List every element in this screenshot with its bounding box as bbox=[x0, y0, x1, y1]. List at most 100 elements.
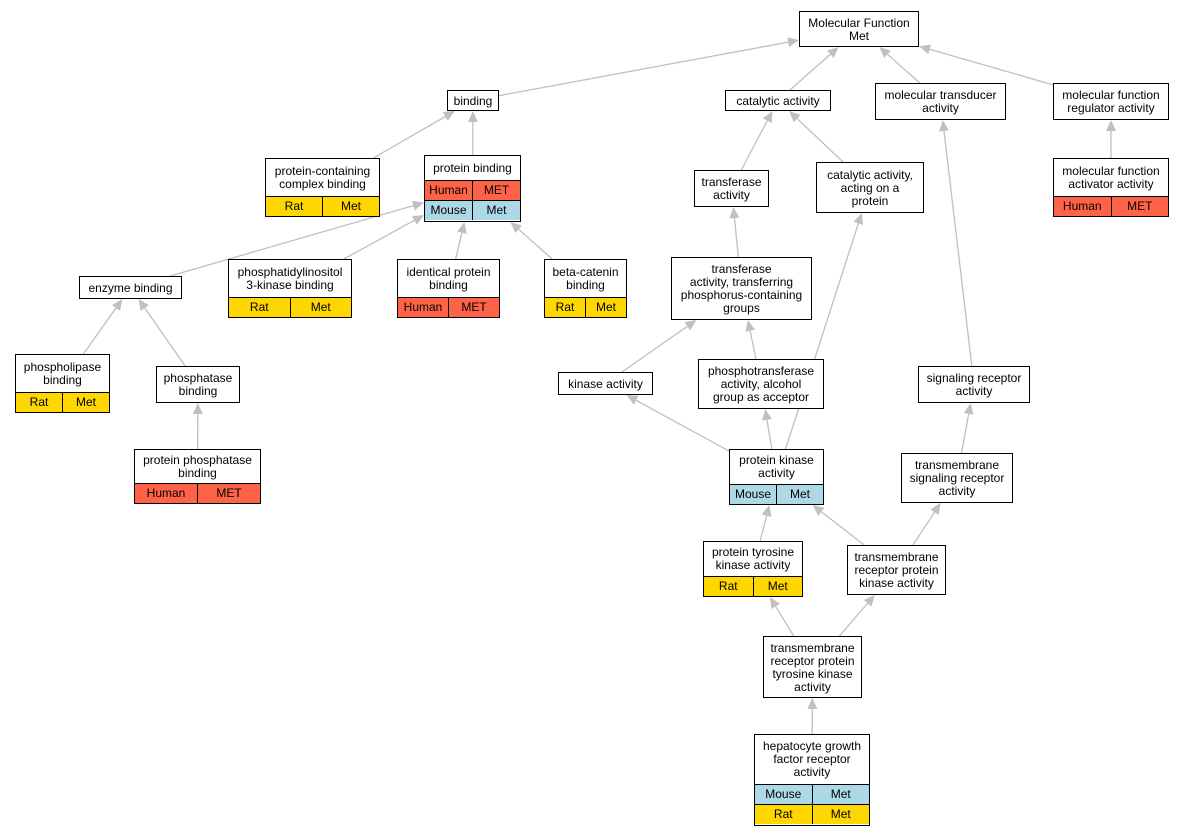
node-label: molecular function regulator activity bbox=[1062, 88, 1160, 115]
node-kinase[interactable]: kinase activity bbox=[558, 372, 653, 395]
node-label: phosphatidylinositol 3-kinase binding bbox=[237, 264, 343, 292]
arrowhead bbox=[745, 320, 756, 332]
arrowhead bbox=[626, 395, 639, 405]
node-label: molecular function activator activity bbox=[1062, 163, 1160, 191]
arrowhead bbox=[762, 409, 772, 421]
gene-cell: Met bbox=[62, 393, 109, 412]
arrowhead bbox=[192, 403, 203, 415]
node-mf[interactable]: Molecular Function Met bbox=[799, 11, 919, 47]
edge-tm_rptk-to-tm_rpk bbox=[838, 602, 869, 637]
arrowhead bbox=[1106, 120, 1116, 131]
node-label: protein binding bbox=[433, 160, 512, 175]
node-label: Molecular Function Met bbox=[808, 15, 910, 43]
arrowhead bbox=[510, 222, 522, 234]
node-label: phosphatase binding bbox=[163, 371, 233, 398]
arrowhead bbox=[879, 47, 891, 59]
gene-cell: MET bbox=[1110, 197, 1168, 216]
node-tm-sig[interactable]: transmembrane signaling receptor activit… bbox=[901, 453, 1013, 503]
node-tm-rpk[interactable]: transmembrane receptor protein kinase ac… bbox=[847, 545, 946, 595]
gene-cell: Met bbox=[472, 201, 520, 220]
node-label: transferase activity bbox=[701, 175, 762, 202]
arrowhead bbox=[863, 595, 875, 607]
gene-cell: Met bbox=[811, 785, 869, 804]
arrowhead bbox=[111, 299, 123, 311]
arrowhead bbox=[138, 299, 149, 311]
edge-pk-to-kinase bbox=[635, 399, 730, 452]
species-cell: Rat bbox=[755, 805, 812, 824]
node-phosphotransf[interactable]: phosphotransferase activity, alcohol gro… bbox=[698, 359, 824, 409]
gene-cell: Met bbox=[752, 577, 802, 596]
arrowhead bbox=[827, 47, 839, 59]
edge-phosphotransf-to-transf_p bbox=[749, 330, 757, 360]
node-tm-rptk[interactable]: transmembrane receptor protein tyrosine … bbox=[763, 636, 862, 698]
gene-cell: MET bbox=[448, 298, 499, 317]
species-cell: Rat bbox=[266, 197, 322, 216]
edge-catalytic-to-mf bbox=[789, 53, 831, 91]
node-cat-protein[interactable]: catalytic activity, acting on a protein bbox=[816, 162, 924, 213]
gene-cell: MET bbox=[197, 484, 260, 503]
species-cell: Rat bbox=[16, 393, 62, 412]
node-transf-p[interactable]: transferase activity, transferring phosp… bbox=[671, 257, 812, 320]
arrowhead bbox=[919, 44, 931, 55]
species-cell: Rat bbox=[704, 577, 753, 596]
species-cell: Rat bbox=[545, 298, 585, 317]
edge-complex-to-binding bbox=[373, 115, 446, 159]
node-label: transmembrane receptor protein kinase ac… bbox=[854, 550, 939, 590]
node-label: beta-catenin binding bbox=[552, 264, 619, 292]
edge-regulator-to-mf bbox=[929, 48, 1054, 86]
node-hgf[interactable]: hepatocyte growth factor receptor activi… bbox=[754, 734, 870, 826]
node-label: transmembrane receptor protein tyrosine … bbox=[770, 640, 855, 694]
node-phosphatase[interactable]: phosphatase binding bbox=[156, 366, 240, 403]
arrowhead bbox=[930, 503, 941, 515]
node-label: protein-containing complex binding bbox=[274, 163, 371, 191]
arrowhead bbox=[684, 320, 697, 331]
node-sig-receptor[interactable]: signaling receptor activity bbox=[918, 366, 1030, 403]
species-cell: Human bbox=[1054, 197, 1111, 216]
edge-enzyme-to-protein_binding bbox=[170, 204, 414, 277]
node-regulator[interactable]: molecular function regulator activity bbox=[1053, 83, 1169, 120]
edge-betacat-to-protein_binding bbox=[518, 228, 553, 260]
node-label: phospholipase binding bbox=[23, 359, 102, 387]
arrowhead bbox=[457, 222, 467, 234]
arrowhead bbox=[729, 207, 740, 219]
node-transducer[interactable]: molecular transducer activity bbox=[875, 83, 1006, 120]
node-binding[interactable]: binding bbox=[447, 90, 499, 111]
edge-phospholipase-to-enzyme bbox=[82, 307, 117, 355]
arrowhead bbox=[853, 213, 864, 226]
edge-tm_sig-to-sig_receptor bbox=[960, 413, 970, 454]
arrowhead bbox=[442, 111, 455, 121]
node-transferase[interactable]: transferase activity bbox=[694, 170, 769, 207]
edge-tm_rpk-to-tm_sig bbox=[912, 511, 936, 546]
edge-identical-to-protein_binding bbox=[454, 232, 463, 260]
node-label: catalytic activity bbox=[736, 93, 820, 108]
node-label: phosphotransferase activity, alcohol gro… bbox=[707, 364, 815, 404]
node-catalytic[interactable]: catalytic activity bbox=[725, 90, 831, 111]
edge-tm_rpk-to-pk bbox=[820, 511, 865, 546]
edge-kinase-to-transf_p bbox=[621, 325, 688, 373]
gene-cell: Met bbox=[289, 298, 351, 317]
species-cell: Human bbox=[135, 484, 197, 503]
arrowhead bbox=[789, 111, 801, 123]
arrowhead bbox=[411, 215, 424, 225]
edge-ptk-to-pk bbox=[759, 515, 768, 542]
species-cell: Human bbox=[425, 181, 472, 200]
node-label: kinase activity bbox=[568, 376, 643, 391]
node-enzyme[interactable]: enzyme binding bbox=[79, 276, 182, 299]
